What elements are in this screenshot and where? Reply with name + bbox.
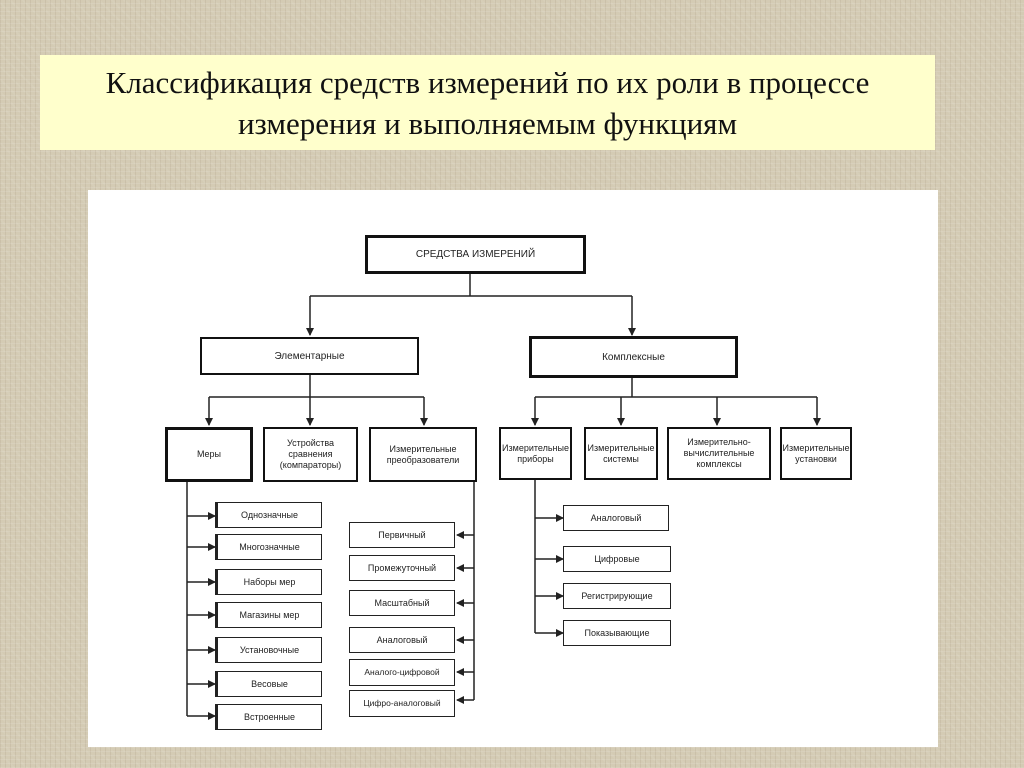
transducer-type-item: Цифро-аналоговый xyxy=(349,690,455,717)
measure-type-item: Многозначные xyxy=(215,534,322,560)
node-measures: Меры xyxy=(165,427,253,482)
node-transducers: Измерительные преобразователи xyxy=(369,427,477,482)
instrument-type-item: Показывающие xyxy=(563,620,671,646)
node-installations: Измерительные установки xyxy=(780,427,852,480)
instrument-type-item: Регистрирующие xyxy=(563,583,671,609)
node-comparators: Устройства сравнения (компараторы) xyxy=(263,427,358,482)
title-line-2: измерения и выполняемым функциям xyxy=(237,105,738,141)
node-complex: Комплексные xyxy=(529,336,738,378)
measure-type-item: Магазины мер xyxy=(215,602,322,628)
measure-type-item: Однозначные xyxy=(215,502,322,528)
transducer-type-item: Первичный xyxy=(349,522,455,548)
title-line-1: Классификация средств измерений по их ро… xyxy=(105,64,870,100)
transducer-type-item: Аналого-цифровой xyxy=(349,659,455,686)
node-elementary: Элементарные xyxy=(200,337,419,375)
measure-type-item: Наборы мер xyxy=(215,569,322,595)
node-systems: Измерительные системы xyxy=(584,427,658,480)
measure-type-item: Установочные xyxy=(215,637,322,663)
node-computing: Измерительно-вычислительные комплексы xyxy=(667,427,771,480)
instrument-type-item: Цифровые xyxy=(563,546,671,572)
transducer-type-item: Промежуточный xyxy=(349,555,455,581)
transducer-type-item: Масштабный xyxy=(349,590,455,616)
instrument-type-item: Аналоговый xyxy=(563,505,669,531)
measure-type-item: Встроенные xyxy=(215,704,322,730)
measure-type-item: Весовые xyxy=(215,671,322,697)
node-instruments: Измерительные приборы xyxy=(499,427,572,480)
transducer-type-item: Аналоговый xyxy=(349,627,455,653)
title-box: Классификация средств измерений по их ро… xyxy=(40,55,935,150)
node-root: СРЕДСТВА ИЗМЕРЕНИЙ xyxy=(365,235,586,274)
